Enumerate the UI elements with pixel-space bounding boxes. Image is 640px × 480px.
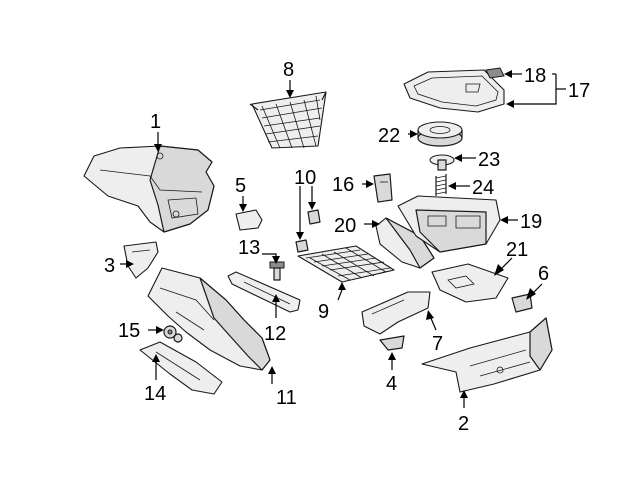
part-11-side-panel xyxy=(147,267,271,371)
leader-16 xyxy=(362,180,374,188)
callout-3: 3 xyxy=(104,255,115,277)
callout-14: 14 xyxy=(144,383,166,405)
part-16-latch xyxy=(373,173,393,203)
part-13-push-pin xyxy=(269,261,285,281)
callout-5: 5 xyxy=(235,175,246,197)
leader-4 xyxy=(388,352,396,370)
leader-5 xyxy=(239,196,247,212)
callout-15: 15 xyxy=(118,320,140,342)
leader-1 xyxy=(154,132,162,152)
callout-13: 13 xyxy=(238,237,260,259)
callout-1: 1 xyxy=(150,111,161,133)
leader-9 xyxy=(337,282,346,301)
callout-12: 12 xyxy=(264,323,286,345)
callout-18: 18 xyxy=(524,65,546,87)
leader-18 xyxy=(504,70,522,78)
callout-19: 19 xyxy=(520,211,542,233)
leader-14 xyxy=(152,354,160,380)
leader-15 xyxy=(148,326,164,334)
callout-23: 23 xyxy=(478,149,500,171)
part-15-fastener xyxy=(163,325,183,343)
callout-4: 4 xyxy=(386,373,397,395)
callout-24: 24 xyxy=(472,177,494,199)
leader-13 xyxy=(262,253,280,264)
part-8-cargo-net xyxy=(249,91,327,149)
leader-7 xyxy=(426,310,437,331)
part-12-rail xyxy=(227,271,301,313)
callout-6: 6 xyxy=(538,263,549,285)
part-3-bracket xyxy=(123,241,159,279)
part-21-tray-cover xyxy=(431,263,509,303)
part-14-lower-trim xyxy=(139,341,223,395)
leader-10 xyxy=(296,186,316,240)
part-18-handle xyxy=(485,67,505,79)
callout-21: 21 xyxy=(506,239,528,261)
leader-23 xyxy=(454,154,476,162)
leader-12 xyxy=(272,294,280,318)
leader-24 xyxy=(448,182,470,190)
leader-2 xyxy=(460,390,468,408)
part-4-bracket xyxy=(379,335,405,351)
part-2-floor-trim xyxy=(421,317,553,393)
callout-11: 11 xyxy=(276,387,297,409)
part-1-side-trim xyxy=(83,145,215,233)
leader-11 xyxy=(268,366,276,384)
callout-7: 7 xyxy=(432,333,443,355)
part-9-floor-net xyxy=(297,245,395,283)
part-24-spring xyxy=(435,174,447,196)
leader-3 xyxy=(120,260,134,268)
part-19-storage-tray xyxy=(397,195,501,253)
part-10-hooks xyxy=(295,209,321,253)
part-17-floor-cover xyxy=(403,69,505,113)
callout-10: 10 xyxy=(294,167,316,189)
leader-21 xyxy=(494,257,513,276)
leader-8 xyxy=(286,80,294,98)
part-22-round-container xyxy=(417,121,463,147)
callout-16: 16 xyxy=(332,174,354,196)
callout-2: 2 xyxy=(458,413,469,435)
part-23-grommet xyxy=(429,154,455,171)
callout-17: 17 xyxy=(568,80,590,102)
part-7-lower-panel xyxy=(361,291,431,335)
callout-9: 9 xyxy=(318,301,329,323)
callout-20: 20 xyxy=(334,215,356,237)
leader-20 xyxy=(364,220,380,228)
leader-6 xyxy=(526,283,543,300)
callout-8: 8 xyxy=(283,59,294,81)
part-5-clip xyxy=(235,209,263,231)
leader-17 xyxy=(506,73,566,108)
leader-22 xyxy=(408,130,418,138)
callout-22: 22 xyxy=(378,125,400,147)
leader-19 xyxy=(500,216,518,224)
